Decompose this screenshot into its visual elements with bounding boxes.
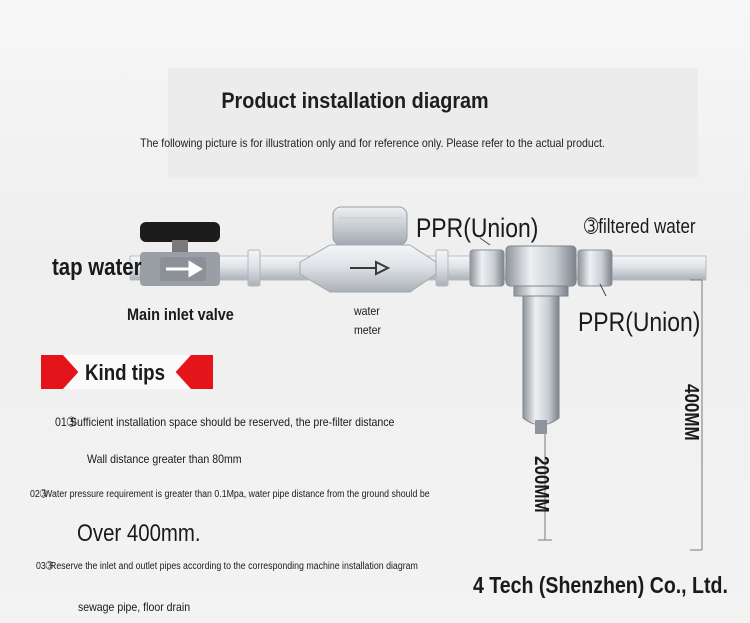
union-right [577,249,613,287]
tip-1-detail: Wall distance greater than 80mm [87,452,242,466]
label-water-meter-1: water [354,304,380,318]
label-main-inlet-valve: Main inlet valve [127,305,234,324]
label-ppr-union-top: PPR(Union) [416,213,539,243]
tip-2-number: 02➂ [30,489,48,500]
dimension-400mm [690,279,703,551]
union-left [469,249,505,287]
tip-3-number: 03➂ [36,561,54,572]
kind-tips-heading: Kind tips [85,360,165,385]
label-400mm: 400MM [680,384,702,441]
tip-2-text: Water pressure requirement is greater th… [44,489,430,500]
dimension-200mm [538,434,552,541]
main-inlet-valve [140,222,220,286]
fitting-left [247,249,261,287]
pre-filter [505,245,577,434]
label-ppr-union-right: PPR(Union) [578,307,701,337]
tip-3-text: Reserve the inlet and outlet pipes accor… [50,561,418,572]
page-subtitle: The following picture is for illustratio… [140,136,605,150]
fitting-right [435,249,449,287]
label-filtered-water: ➂filtered water [584,216,696,238]
water-meter [299,206,437,293]
label-tap-water: tap water [52,254,142,281]
kind-tips-banner [41,355,213,389]
kind-tips-banner-inner [63,355,191,389]
tip-3-detail: sewage pipe, floor drain [78,600,191,614]
label-200mm: 200MM [530,456,552,513]
page-title: Product installation diagram [221,88,489,113]
tip-1-number: 01➂ [55,415,76,429]
label-water-meter-2: meter [354,323,382,337]
tip-2-detail: Over 400mm. [77,520,201,547]
header-panel [168,68,698,178]
tip-1-text: Sufficient installation space should be … [70,415,395,429]
company-name: 4 Tech (Shenzhen) Co., Ltd. [473,572,728,598]
